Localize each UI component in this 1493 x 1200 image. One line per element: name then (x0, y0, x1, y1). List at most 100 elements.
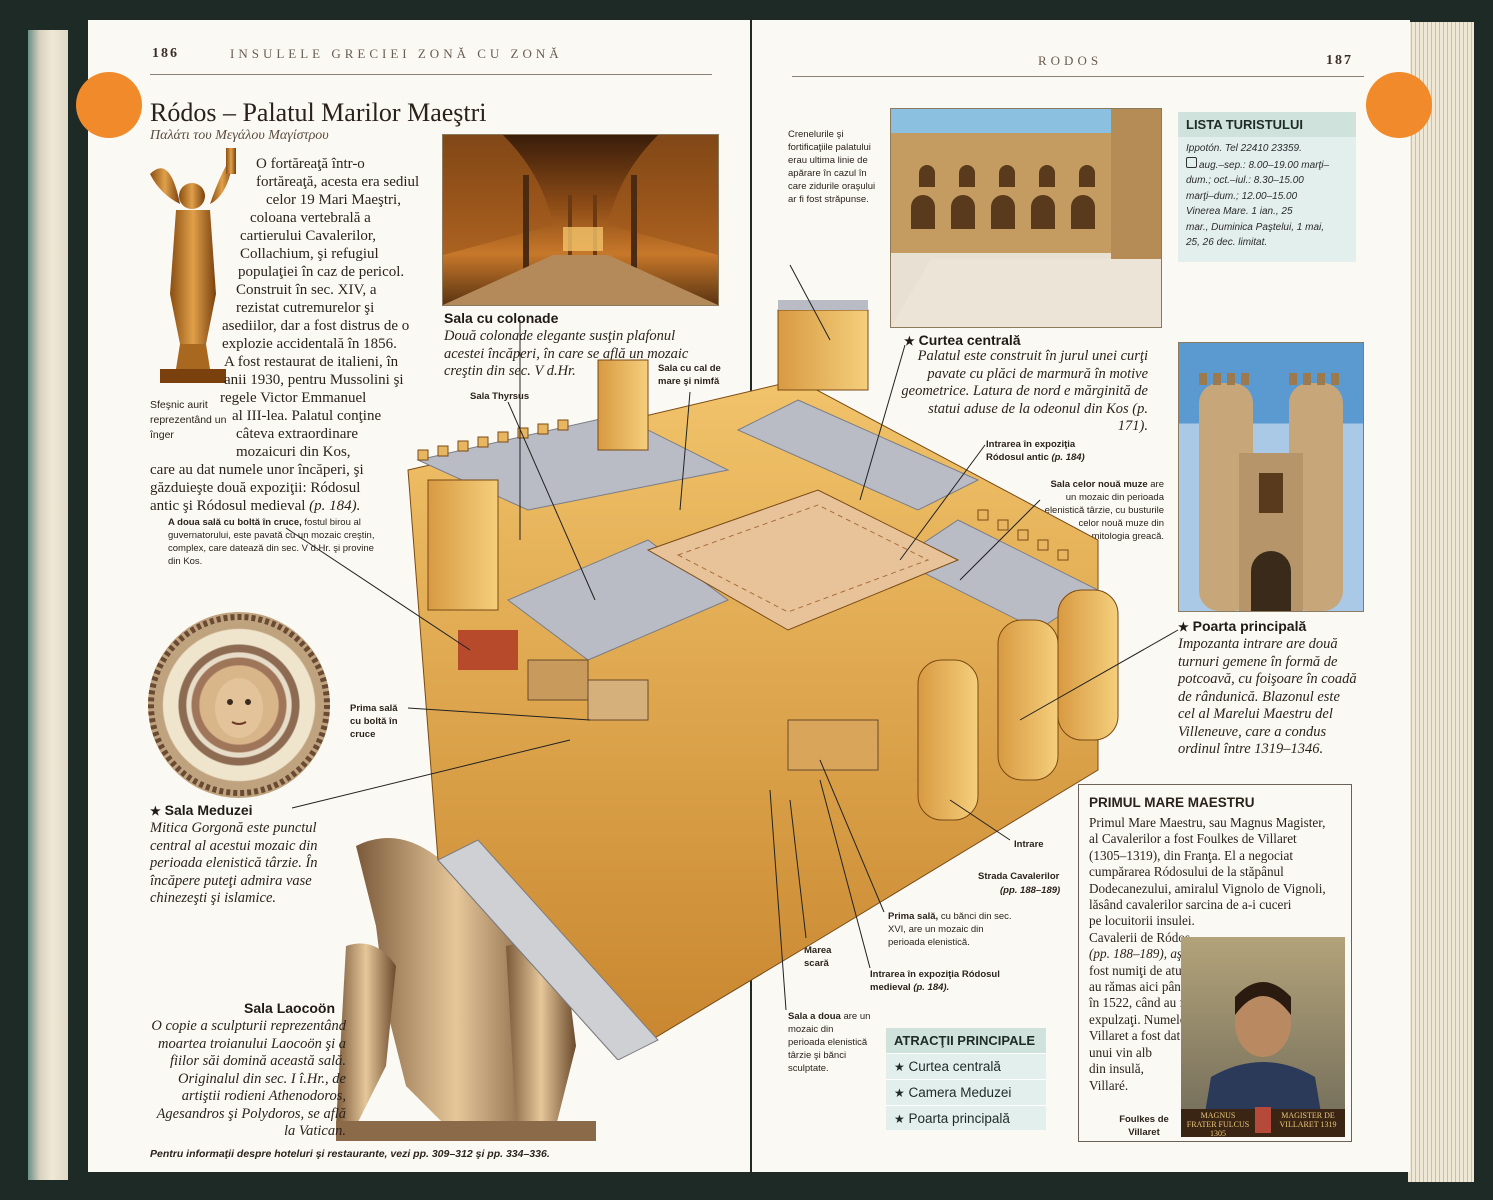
second-room-caption-text: are un mozaic din perioada elenistică tâ… (788, 1011, 871, 1074)
master-line: (1305–1319), din Franţa. El a negociat (1089, 847, 1293, 863)
label-entry-ancient-ref: (p. 184) (1051, 452, 1085, 463)
attraction-item-text: Curtea centrală (908, 1059, 1001, 1074)
intro-line-4: cartierului Cavalerilor, (240, 228, 377, 244)
master-line: al Cavalerilor a fost Foulkes de Villare… (1089, 831, 1297, 847)
label-seahorse-hall: Sala cu cal de mare şi nimfă (658, 363, 721, 387)
second-hall-caption: A doua sală cu boltă în cruce, fostul bi… (168, 516, 378, 568)
grand-master-box: PRIMUL MARE MAESTRU Primul Mare Maestru,… (1078, 784, 1352, 1142)
central-courtyard-photo (890, 108, 1162, 328)
colonnade-title: Sala cu colonade (444, 310, 559, 326)
intro-line-14: al III-lea. Palatul conţine (232, 408, 382, 424)
foulkes-portrait: MAGNUS FRATER FULCUS 1305 MAGISTER DE VI… (1181, 937, 1345, 1138)
master-line: Villaré. (1089, 1077, 1129, 1093)
page-title: Ródos – Palatul Marilor Maeştri (150, 98, 487, 127)
page-number-right: 187 (1326, 53, 1353, 68)
star-icon: ★ (150, 804, 161, 818)
orange-tab-right (1366, 72, 1432, 138)
first-room-caption: Prima sală, cu bănci din sec. XVI, are u… (888, 910, 1012, 949)
star-icon: ★ (894, 1060, 905, 1074)
intro-line-3: coloana vertebrală a (250, 210, 371, 226)
hotel-footer: Pentru informaţii despre hoteluri şi res… (150, 1148, 550, 1160)
intro-line-19-text: antic şi Ródosul medieval (150, 498, 306, 514)
master-line: unui vin alb (1089, 1044, 1153, 1060)
star-icon: ★ (894, 1086, 905, 1100)
label-entry-medieval-text: Intrarea în expoziţia Ródosul medieval (870, 969, 1000, 993)
medusa-title: ★ Sala Meduzei (150, 802, 253, 818)
intro-line-1: fortăreaţă, acesta era sediul (256, 174, 420, 190)
star-icon: ★ (1178, 620, 1189, 634)
page-number-left: 186 (152, 46, 179, 61)
intro-ref: (p. 184). (309, 498, 361, 514)
muses-caption: Sala celor nouă muze are un mozaic din p… (1038, 478, 1164, 543)
intro-line-18: găzduieşte două expoziţii: Ródosul (150, 480, 361, 496)
clock-icon (1186, 156, 1197, 168)
second-room-caption: Sala a doua are un mozaic din perioada e… (788, 1010, 872, 1075)
greek-title: Παλάτι του Μεγάλου Μαγίστρου (150, 128, 329, 143)
attraction-item: ★ Curtea centrală (886, 1053, 1046, 1079)
label-first-vault: Prima sală cu boltă în cruce (350, 703, 398, 740)
master-line: au rămas aici până (1089, 979, 1187, 995)
running-head-left: INSULELE GRECIEI ZONĂ CU ZONĂ (230, 46, 563, 61)
book-right-edge (1408, 22, 1474, 1182)
attraction-item: ★ Camera Meduzei (886, 1079, 1046, 1105)
tourist-info-box: LISTA TURISTULUI Ippotón. Tel 22410 2335… (1178, 112, 1356, 262)
tourist-info-line-6: 25, 26 dec. limitat. (1186, 237, 1268, 248)
intro-line-0: O fortăreaţă într-o (256, 156, 365, 172)
intro-line-2: celor 19 Mari Maeştri, (266, 192, 401, 208)
tourist-info-line-1-text: aug.–sep.: 8.00–19.00 marţi– (1199, 159, 1330, 171)
plaque-right: MAGISTER DE VILLARET 1319 (1279, 1111, 1337, 1129)
plaque-left: MAGNUS FRATER FULCUS 1305 (1186, 1111, 1250, 1138)
intro-line-8: rezistat cutremurelor şi (236, 300, 375, 316)
label-entrance: Intrare (1014, 839, 1044, 850)
master-line: Villaret a fost dat (1089, 1028, 1181, 1044)
gate-title-text: Poarta principală (1192, 618, 1307, 634)
intro-line-15: câteva extraordinare (236, 426, 358, 442)
colonnade-hall-photo (442, 134, 719, 306)
label-street: Strada Cavalerilor (978, 871, 1060, 882)
master-line: Dodecanezului, amiralul Vignolo de Vigno… (1089, 880, 1326, 896)
running-head-right: RODOS (1038, 53, 1103, 68)
attraction-item-text: Poarta principală (908, 1111, 1010, 1126)
master-line: lăsând cavalerilor sarcina de a-i cuceri (1089, 897, 1292, 913)
second-hall-caption-text: fostul birou al guvernatorului, este pav… (168, 517, 375, 567)
medusa-title-text: Sala Meduzei (164, 802, 253, 818)
candle-caption: Sfeşnic aurit reprezentând un înger (150, 399, 227, 441)
tourist-info-lines: Ippotón. Tel 22410 23359. aug.–sep.: 8.0… (1178, 137, 1356, 255)
courtyard-title-text: Curtea centrală (918, 332, 1021, 348)
intro-line-13: regele Victor Emmanuel (220, 390, 367, 406)
tourist-info-line-2: dum.; oct.–iul.: 8.30–15.00 (1186, 175, 1304, 186)
master-line: Cavalerii de Ródos (1089, 929, 1191, 945)
gate-title: ★ Poarta principală (1178, 618, 1306, 634)
muses-caption-bold: Sala celor nouă muze (1050, 479, 1148, 490)
master-line: pe locuitorii insulei. (1089, 913, 1195, 929)
tourist-info-line-1: aug.–sep.: 8.00–19.00 marţi– (1186, 156, 1348, 174)
header-rule-left (150, 74, 712, 75)
main-attractions-title: ATRACŢII PRINCIPALE (886, 1028, 1046, 1053)
angel-candlestick-photo (140, 144, 244, 392)
muses-caption-text: are un mozaic din perioada elenistică tâ… (1044, 479, 1164, 542)
grand-master-text: Primul Mare Maestru, sau Magnus Magister… (1089, 815, 1347, 1094)
master-line: Primul Mare Maestru, sau Magnus Magister… (1089, 815, 1326, 830)
right-page: RODOS 187 Crenelurile şi fortificaţiile … (752, 20, 1410, 1172)
intro-line-6: populaţiei în caz de pericol. (238, 264, 405, 280)
label-great-stair: Marea scară (804, 945, 832, 969)
intro-line-12: anii 1930, pentru Mussolini şi (224, 372, 404, 388)
master-line: expulzaţi. Numele (1089, 1011, 1186, 1027)
attraction-item-text: Camera Meduzei (908, 1085, 1012, 1100)
first-room-caption-text: cu bănci din sec. XVI, are un mozaic din… (888, 911, 1012, 948)
header-rule-right (792, 76, 1364, 77)
gate-text: Impozanta intrare are două turnuri gemen… (1178, 636, 1357, 757)
label-entry-ancient-text: Intrarea în expoziţia Ródosul antic (986, 439, 1076, 463)
laocoon-text: O copie a sculpturii reprezentând moarte… (151, 1018, 346, 1139)
palace-cutaway-illustration (398, 300, 1138, 1061)
tourist-info-line-0: Ippotón. Tel 22410 23359. (1186, 143, 1302, 154)
orange-tab-left (76, 72, 142, 138)
tourist-info-line-4: Vinerea Mare. 1 ian., 25 (1186, 206, 1293, 217)
crenels-caption: Crenelurile şi fortificaţiile palatului … (788, 129, 876, 205)
second-room-caption-bold: Sala a doua (788, 1011, 841, 1022)
label-entry-ancient: Intrarea în expoziţia Ródosul antic (p. … (986, 438, 1096, 464)
intro-line-7: Construit în sec. XIV, a (236, 282, 377, 298)
colonnade-text: Două colonade elegante susţin plafonul a… (444, 328, 689, 379)
grand-master-title: PRIMUL MARE MAESTRU (1089, 795, 1255, 810)
